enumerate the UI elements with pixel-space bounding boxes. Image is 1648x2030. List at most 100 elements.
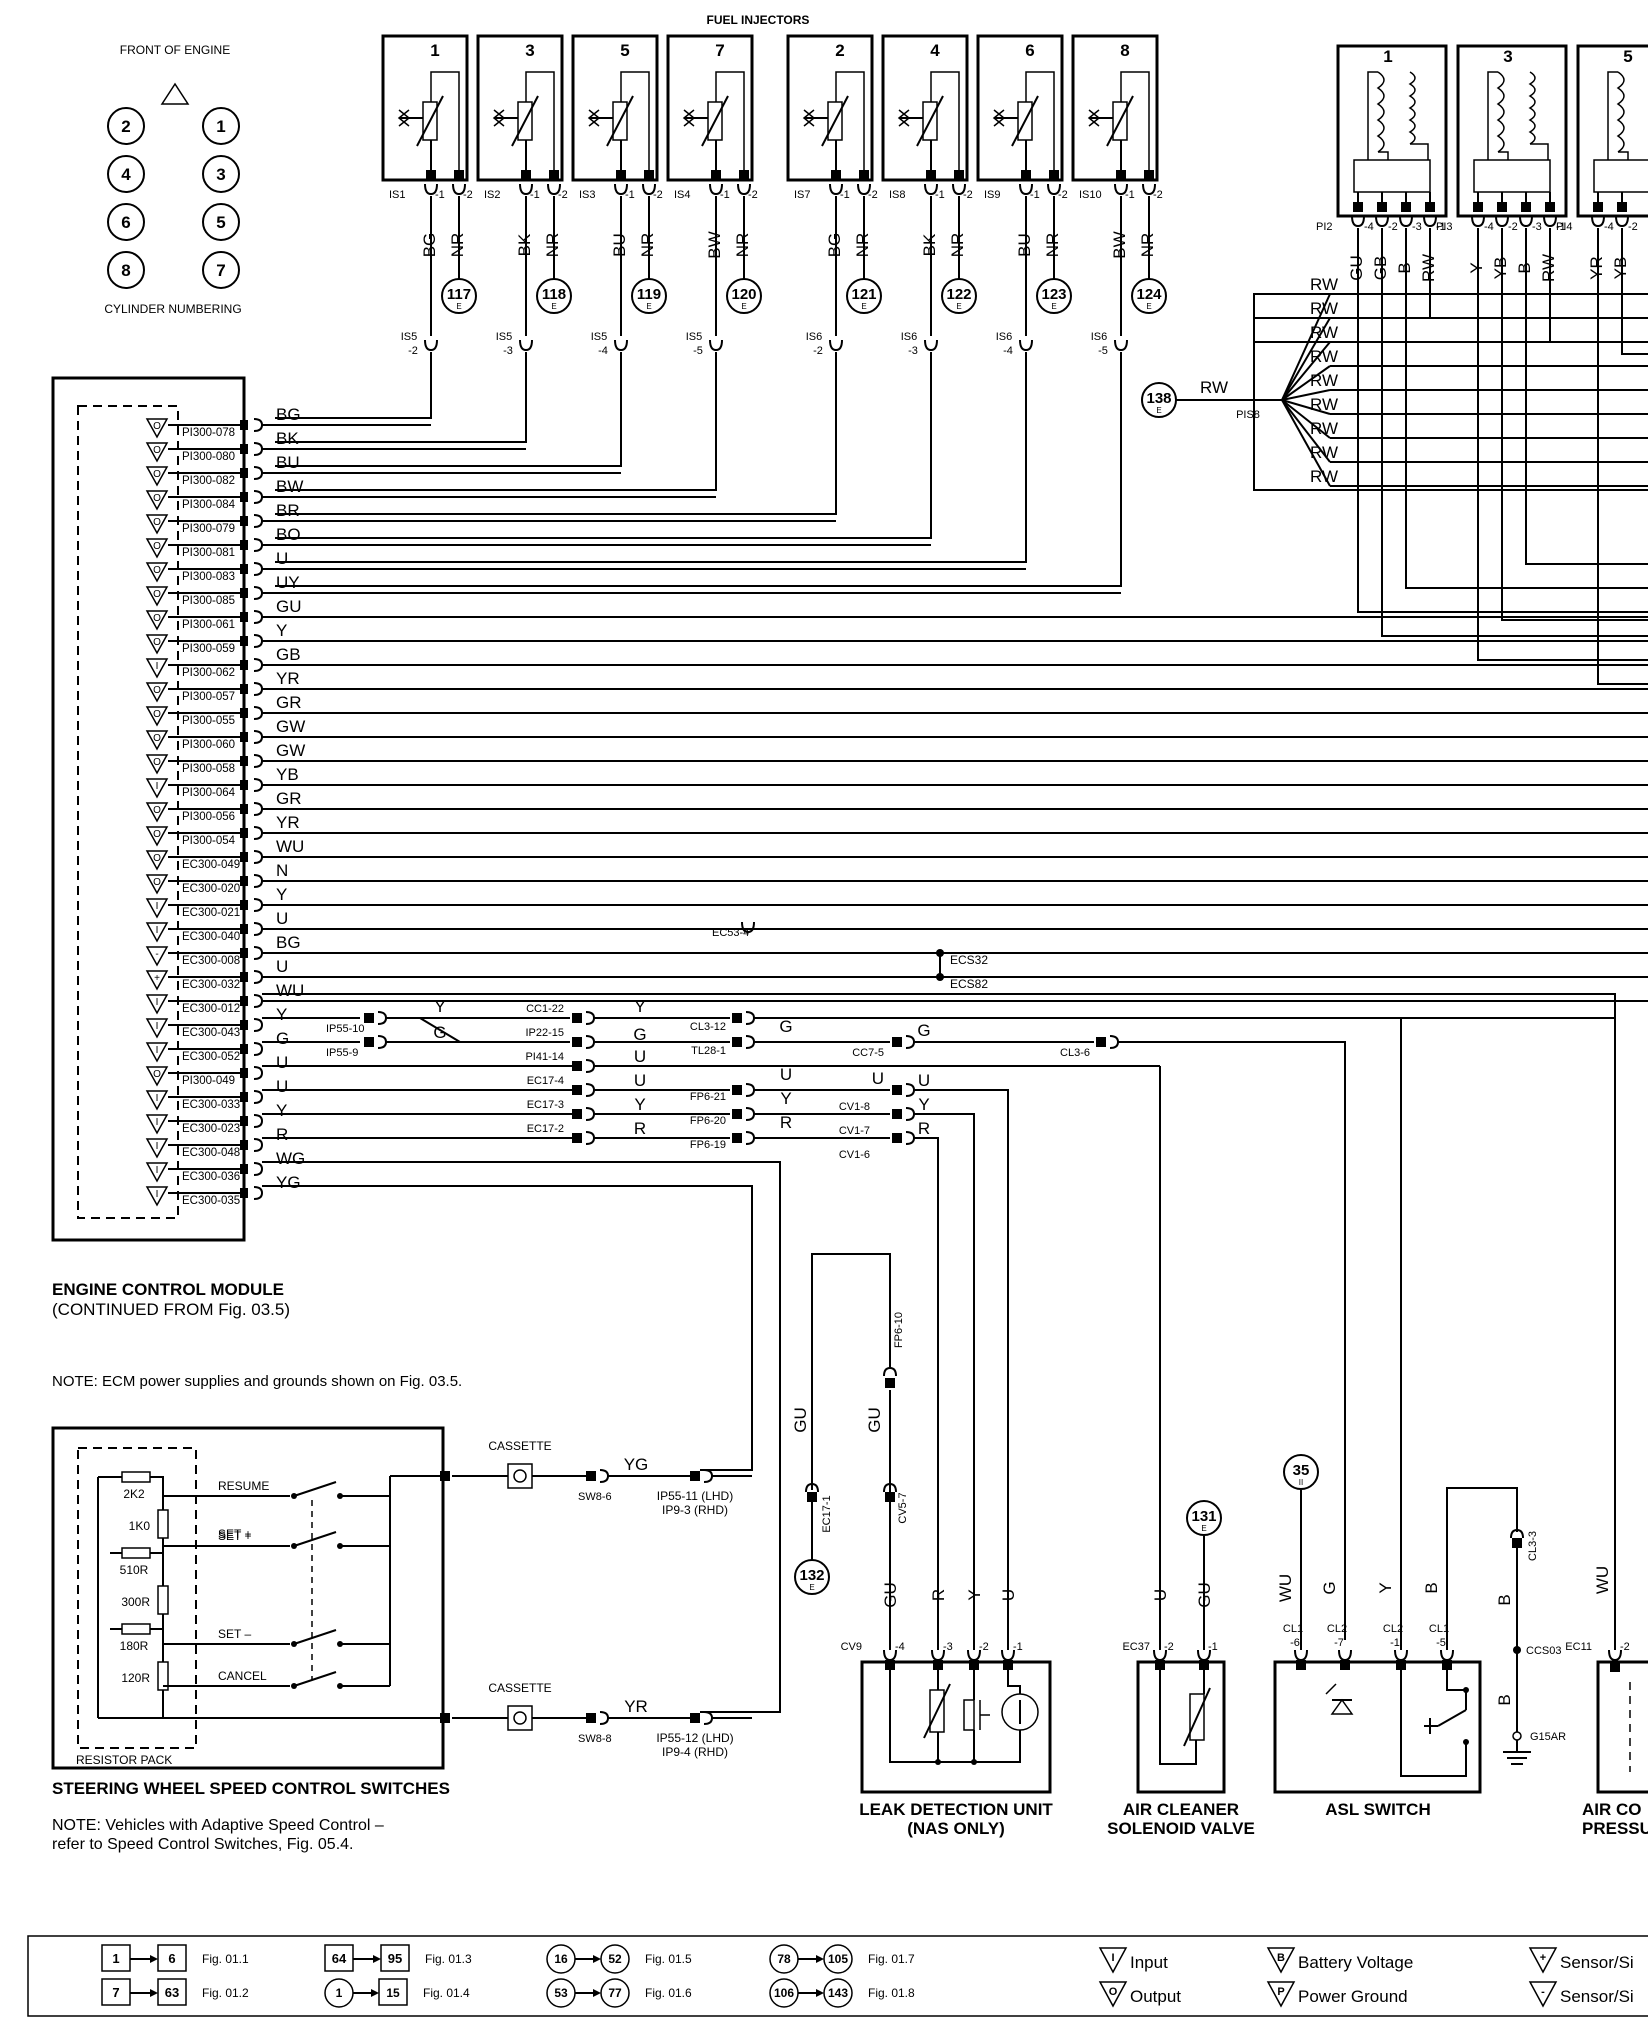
connector-socket [829,339,843,352]
connector-socket [253,730,264,744]
connector-pin [240,852,248,862]
injector-box [571,34,659,182]
ecm-pin-id: EC300-032 [182,979,240,991]
connector-id: FP6-21 [690,1091,726,1103]
connector-pin [240,588,248,598]
connector-id: CL3-6 [1060,1047,1090,1059]
wire-color: GB [1371,256,1390,281]
splice-pin: -5 [693,345,703,357]
pin-type-symbol: P [1277,1986,1284,1998]
wire-color: RW [1310,371,1338,390]
ecm-pin-id: PI300-054 [182,835,236,847]
wire-color: YG [624,1455,649,1474]
wire [262,1161,781,1713]
wire-color: G [633,1025,646,1044]
junction-dot [935,1759,941,1765]
pin-type: + [154,973,160,984]
pin-type: O [153,445,161,456]
connector-socket [924,339,938,352]
connector-pin [690,1713,700,1723]
pin-type-icon [145,682,169,703]
internal-wire [1400,1670,1467,1777]
wire-color: B [1495,1694,1514,1705]
connector-socket [745,1107,756,1121]
pin-type-icon [145,538,169,559]
cylinder-number: 5 [216,213,225,232]
pin-label: -2 [868,189,878,201]
wire-color: GU [1347,255,1366,281]
ground-number: 35 [1293,1462,1310,1479]
connector-socket [253,778,264,792]
ground-circle [441,278,477,314]
splice-pin: -4 [1003,345,1013,357]
connector-socket [1338,1649,1352,1662]
switches-title: STEERING WHEEL SPEED CONTROL SWITCHES [52,1779,450,1798]
pin-type-icon [145,466,169,487]
air-press-title: AIR CO [1582,1800,1642,1819]
connector-id: CV9 [841,1641,862,1653]
cassette-icon [507,1463,533,1489]
coil-internal-wire [1487,71,1498,160]
rw-fan [1281,317,1331,401]
coil-winding-icon [1496,71,1505,153]
pin-label: -4 [1364,221,1374,233]
arrow-icon [593,1955,601,1963]
coil-wire [1597,228,1648,685]
connector-pin [240,708,248,718]
solenoid-slash [511,95,539,147]
connector-id: PI3 [1436,221,1453,233]
connector-socket [253,1018,264,1032]
wire-color: NR [448,233,467,258]
wire-color: GW [276,717,305,736]
wire-color: BG [825,233,844,258]
connector-socket [1351,215,1365,228]
ecm-pins: OPI300-078BGOPI300-080BKOPI300-082BUOPI3… [145,405,305,1207]
connector-pin [732,1085,742,1095]
injector-number: 3 [525,41,534,60]
connector-socket [642,183,656,196]
connector-pin [1593,202,1603,212]
connector-pin [440,1713,450,1723]
cylinder-circle [202,251,240,289]
switches-note: refer to Speed Control Switches, Fig. 05… [52,1836,353,1853]
ground-suffix: E [646,302,651,311]
wire-color: YB [1491,257,1510,280]
connector-id: IS4 [674,189,691,201]
pin-type: O [153,877,161,888]
connector-pin [240,924,248,934]
rw-fan [1281,389,1331,401]
wire-color: GR [276,693,302,712]
wire-color: YR [276,813,300,832]
connector-id: CL1 [1429,1623,1449,1635]
legend-sensor-label: Sensor/Si [1560,1953,1634,1972]
ground-circle [726,278,762,314]
connector-id: IP9-4 (RHD) [662,1745,728,1759]
wire-color: YR [624,1697,648,1716]
wire [914,1089,1009,1650]
resistor-value: 510R [120,1563,149,1577]
connector-id: SW8-6 [578,1491,612,1503]
pin-label: -4 [1604,221,1614,233]
wire-color: RW [1310,299,1338,318]
connector-pin [1144,170,1154,180]
connector-pin [732,1013,742,1023]
connector-socket [599,1711,610,1725]
coil-box [1336,44,1448,218]
connector-id: IP55-12 (LHD) [656,1731,733,1745]
connector-pin [690,1471,700,1481]
connector-pin [240,684,248,694]
wire-color: U [780,1065,792,1084]
wire [262,993,1616,1650]
pin-type-icon [145,1018,169,1039]
connector-socket [829,183,843,196]
connector-socket [614,339,628,352]
solenoid-slash [923,1683,951,1739]
arrow-icon [593,1989,601,1997]
cassette-label: CASSETTE [488,1439,551,1453]
coil-number: 5 [1623,47,1632,66]
pin-type-icon [1266,1981,1296,2008]
